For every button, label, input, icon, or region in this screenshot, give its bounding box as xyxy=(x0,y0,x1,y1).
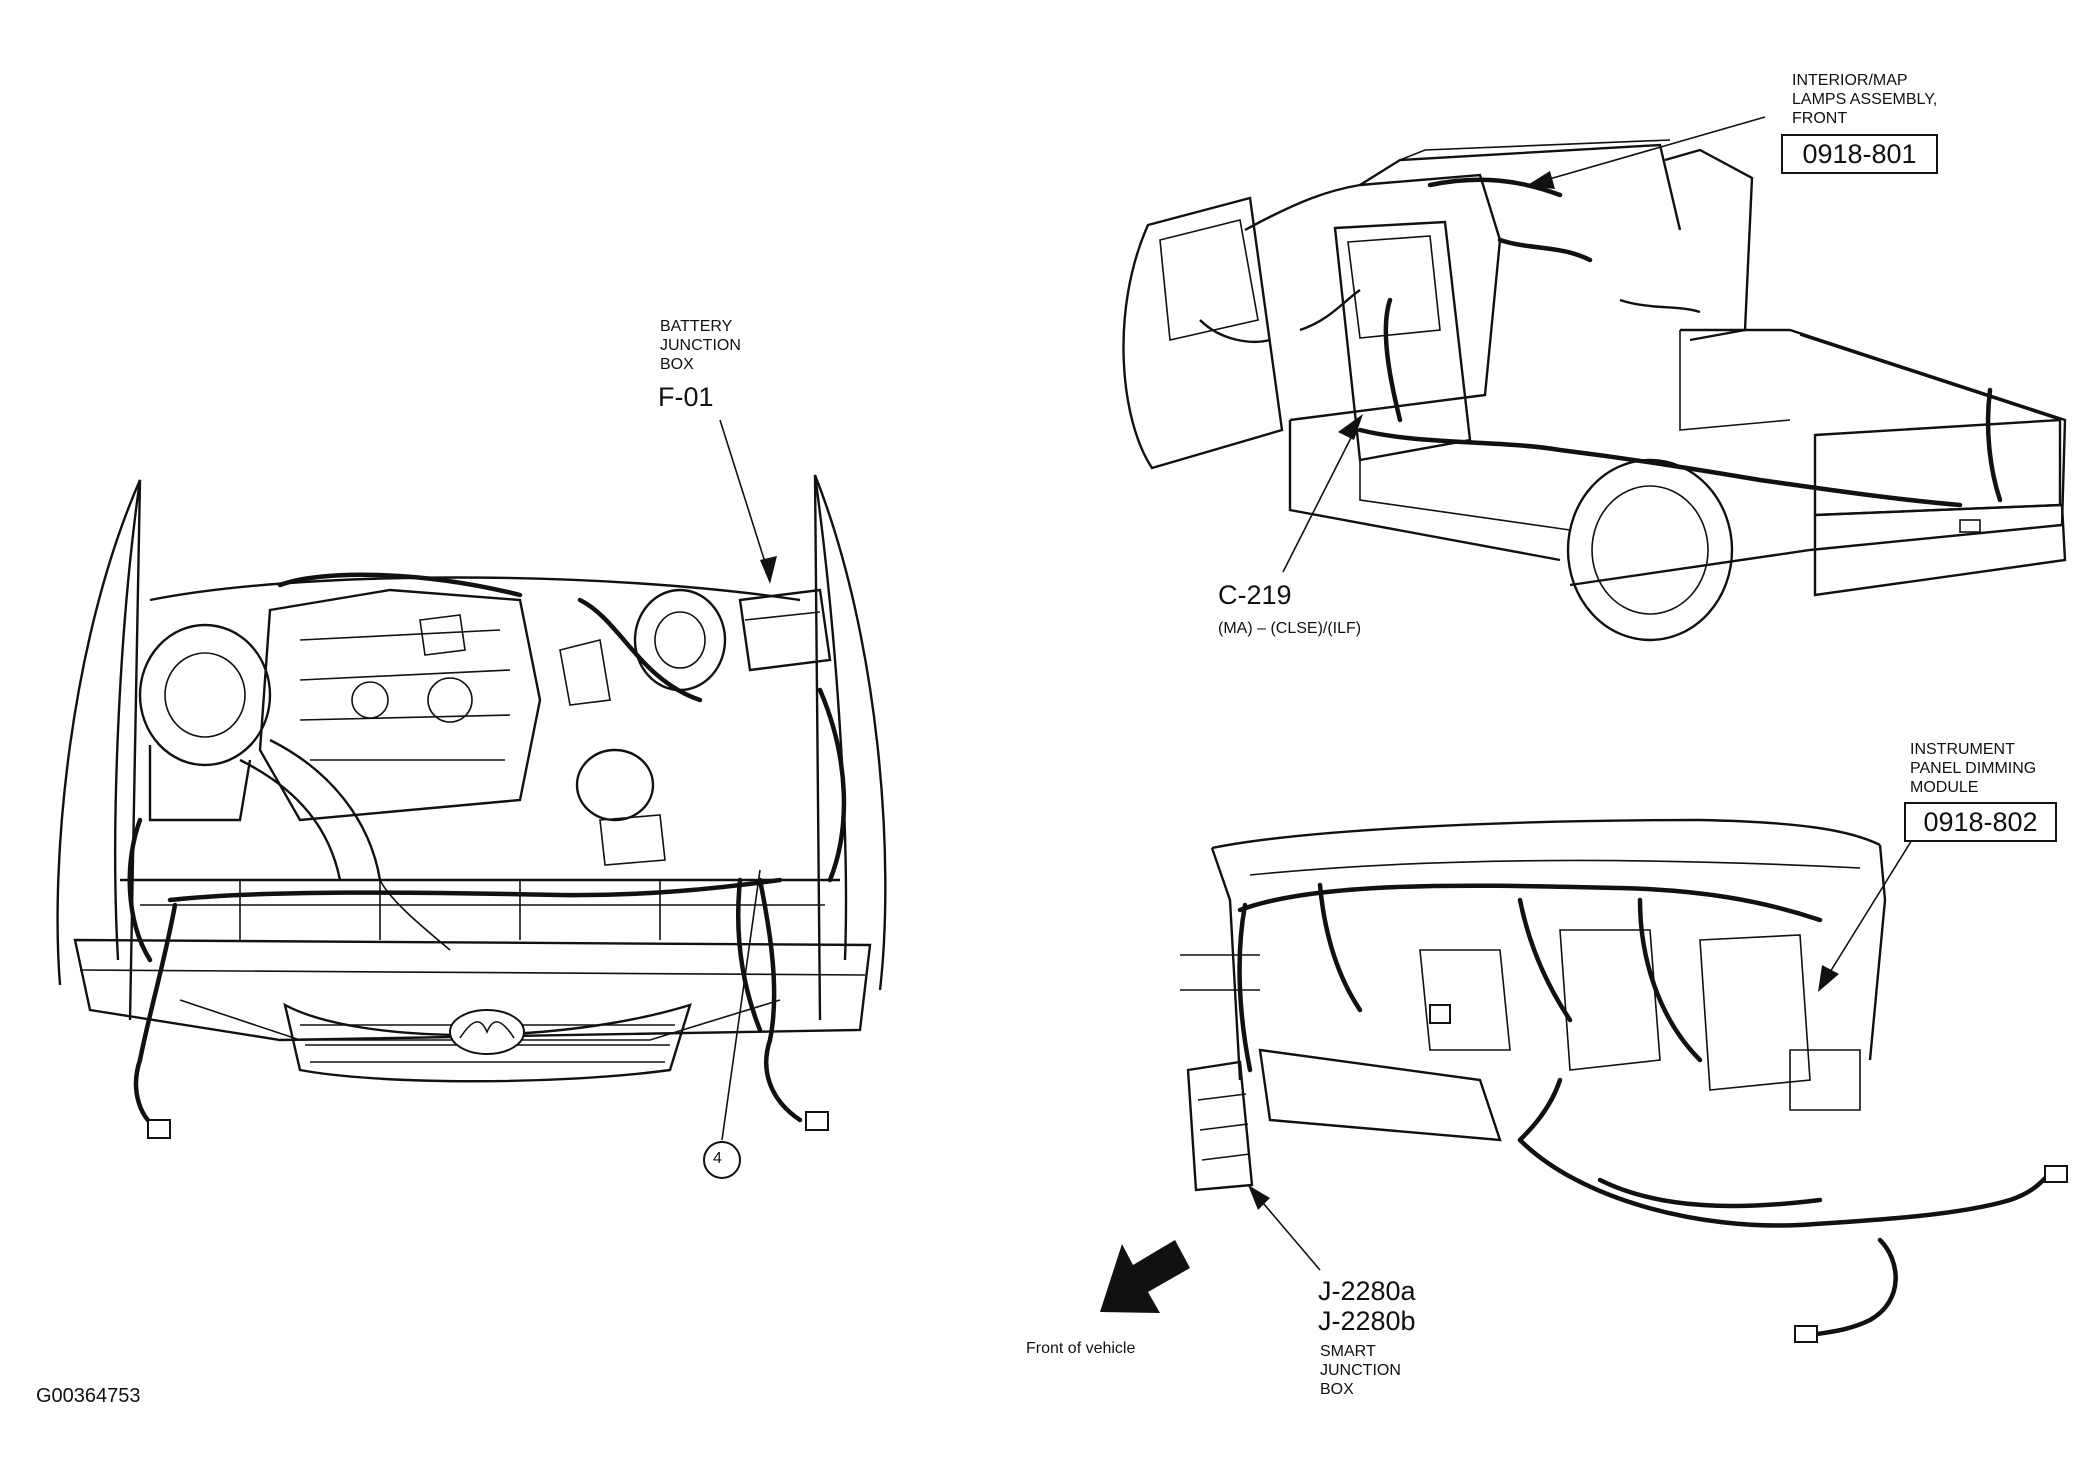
battery-junction-box-label-line3: BOX xyxy=(660,356,694,373)
c219-leader xyxy=(1282,414,1363,573)
smart-junction-box-code-a: J-2280a xyxy=(1318,1276,1416,1306)
c219-connector-code: C-219 xyxy=(1218,580,1292,610)
dimming-module-label-line1: INSTRUMENT xyxy=(1910,741,2015,758)
pickup-truck-drawing xyxy=(1122,139,2067,642)
dimming-module-code-box: 0918-802 xyxy=(1904,802,2057,842)
callout-4-leader xyxy=(721,869,761,1141)
smart-junction-box-label-line3: BOX xyxy=(1320,1381,1354,1398)
battery-junction-box-code: F-01 xyxy=(658,382,714,412)
map-lamps-label-line3: FRONT xyxy=(1792,110,1848,127)
map-lamps-code-box: 0918-801 xyxy=(1781,134,1938,174)
map-lamps-label-line2: LAMPS ASSEMBLY, xyxy=(1792,91,1938,108)
smart-junction-box-leader xyxy=(1248,1185,1321,1271)
callout-4-circle xyxy=(703,1141,741,1179)
instrument-panel-drawing xyxy=(1180,818,2068,1343)
map-lamps-label-line1: INTERIOR/MAP xyxy=(1792,72,1908,89)
mazda-logo-icon xyxy=(449,1009,525,1055)
c219-connector-note: (MA) – (CLSE)/(ILF) xyxy=(1218,620,1362,637)
dimming-module-leader xyxy=(1818,834,1916,992)
front-direction-arrow-icon xyxy=(1100,1240,1190,1313)
map-lamps-leader xyxy=(1526,116,1766,189)
callout-4-number: 4 xyxy=(713,1150,722,1167)
smart-junction-box-label-line1: SMART xyxy=(1320,1343,1376,1360)
battery-junction-box-label-line2: JUNCTION xyxy=(660,337,741,354)
dimming-module-label-line3: MODULE xyxy=(1910,779,1979,796)
smart-junction-box-label-line2: JUNCTION xyxy=(1320,1362,1401,1379)
front-of-vehicle-label: Front of vehicle xyxy=(1026,1340,1136,1357)
battery-junction-box-label-line1: BATTERY xyxy=(660,318,733,335)
battery-junction-box-leader xyxy=(719,419,777,584)
dimming-module-label-line2: PANEL DIMMING xyxy=(1910,760,2037,777)
smart-junction-box-code-b: J-2280b xyxy=(1318,1306,1416,1336)
figure-id: G00364753 xyxy=(36,1385,141,1407)
engine-bay-drawing xyxy=(56,474,887,1139)
